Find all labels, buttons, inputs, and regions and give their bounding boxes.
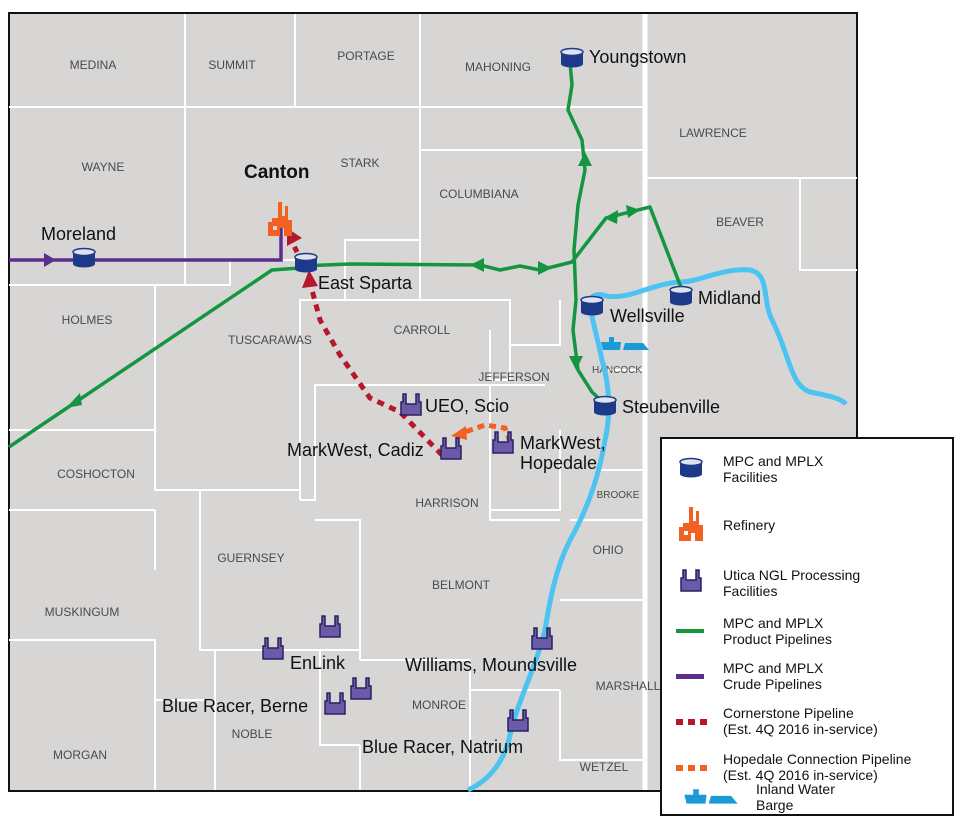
- product-pipeline-line-icon: [676, 629, 704, 633]
- county-label-ohio: OHIO: [593, 543, 624, 557]
- label-markwest-hopedale-line2: Hopedale: [520, 453, 597, 473]
- flow-arrow-icon: [470, 258, 484, 272]
- legend-text: (Est. 4Q 2016 in-service): [723, 721, 878, 737]
- flow-arrow-icon: [44, 253, 56, 267]
- county-label-medina: MEDINA: [70, 58, 117, 72]
- county-label-stark: STARK: [340, 156, 379, 170]
- county-label-wayne: WAYNE: [82, 160, 125, 174]
- county-label-noble: NOBLE: [232, 727, 273, 741]
- flow-arrow-icon: [538, 261, 552, 275]
- legend-text: Barge: [756, 797, 794, 813]
- county-label-carroll: CARROLL: [394, 323, 451, 337]
- county-label-morgan: MORGAN: [53, 748, 107, 762]
- label-wellsville: Wellsville: [610, 306, 685, 326]
- label-markwest-cadiz: MarkWest, Cadiz: [287, 440, 424, 460]
- legend-text: Crude Pipelines: [723, 676, 822, 692]
- legend-text: MPC and MPLX: [723, 660, 824, 676]
- county-label-marshall: MARSHALL: [596, 679, 661, 693]
- label-midland: Midland: [698, 288, 761, 308]
- county-label-coshocton: COSHOCTON: [57, 467, 135, 481]
- crude-pipeline-line-icon: [676, 674, 704, 679]
- county-label-portage: PORTAGE: [337, 49, 395, 63]
- pipeline-flow-arrows: [66, 152, 640, 408]
- facility-midland-icon[interactable]: [669, 285, 693, 307]
- facility-wellsville-icon[interactable]: [580, 295, 604, 317]
- county-label-summit: SUMMIT: [208, 58, 256, 72]
- facility-east-sparta-icon[interactable]: [294, 252, 318, 274]
- legend-text: Facilities: [723, 469, 778, 485]
- place-labels: Youngstown Canton Moreland East Sparta M…: [41, 47, 761, 757]
- county-label-monroe: MONROE: [412, 698, 466, 712]
- flow-arrow-icon: [569, 356, 583, 370]
- facility-cylinder-icon: [679, 457, 703, 479]
- barge-icon: [684, 789, 738, 804]
- flow-arrow-icon: [66, 393, 82, 408]
- label-blue-racer-natrium: Blue Racer, Natrium: [362, 737, 523, 757]
- label-williams-moundsville: Williams, Moundsville: [405, 655, 577, 675]
- label-canton: Canton: [244, 162, 309, 183]
- ngl-processing-icon: [680, 569, 702, 592]
- county-borders: [9, 14, 857, 790]
- label-moreland: Moreland: [41, 224, 116, 244]
- crude-pipeline: [9, 228, 283, 267]
- flow-arrow-icon: [626, 205, 640, 218]
- county-label-muskingum: MUSKINGUM: [45, 605, 120, 619]
- county-label-tuscarawas: TUSCARAWAS: [228, 333, 312, 347]
- county-label-holmes: HOLMES: [62, 313, 113, 327]
- county-label-belmont: BELMONT: [432, 578, 491, 592]
- legend-text: Cornerstone Pipeline: [723, 705, 854, 721]
- cornerstone-dashed-icon: [676, 719, 708, 725]
- county-label-wetzel: WETZEL: [580, 760, 629, 774]
- county-label-beaver: BEAVER: [716, 215, 764, 229]
- label-enlink: EnLink: [290, 653, 346, 673]
- ohio-river: [466, 267, 848, 793]
- facility-steubenville-icon[interactable]: [593, 395, 617, 417]
- label-east-sparta: East Sparta: [318, 273, 413, 293]
- legend-text: Facilities: [723, 583, 778, 599]
- county-label-mahoning: MAHONING: [465, 60, 531, 74]
- legend-text: MPC and MPLX: [723, 615, 824, 631]
- legend-text: (Est. 4Q 2016 in-service): [723, 767, 878, 783]
- legend-text: Hopedale Connection Pipeline: [723, 751, 912, 767]
- arrow-icon: [302, 270, 318, 288]
- arrow-icon: [451, 426, 467, 440]
- county-label-jefferson: JEFFERSON: [478, 370, 549, 384]
- label-blue-racer-berne: Blue Racer, Berne: [162, 696, 308, 716]
- label-ueo-scio: UEO, Scio: [425, 396, 509, 416]
- label-youngstown: Youngstown: [589, 47, 686, 67]
- facility-youngstown-icon[interactable]: [560, 47, 584, 69]
- county-label-hancock: HANCOCK: [592, 365, 642, 376]
- label-markwest-hopedale-line1: MarkWest,: [520, 433, 606, 453]
- hopedale-dashed-icon: [676, 765, 708, 771]
- county-label-lawrence: LAWRENCE: [679, 126, 747, 140]
- flow-arrow-icon: [604, 210, 618, 224]
- flow-arrow-icon: [578, 152, 592, 166]
- legend-text: MPC and MPLX: [723, 453, 824, 469]
- county-label-harrison: HARRISON: [415, 496, 478, 510]
- county-label-guernsey: GUERNSEY: [217, 551, 284, 565]
- county-label-columbiana: COLUMBIANA: [439, 187, 518, 201]
- county-labels: MEDINA SUMMIT PORTAGE MAHONING LAWRENCE …: [45, 49, 765, 774]
- county-label-brooke: BROOKE: [597, 490, 640, 501]
- refinery-icon: [679, 507, 703, 541]
- legend-text: Utica NGL Processing: [723, 567, 861, 583]
- legend-text: Refinery: [723, 517, 776, 533]
- label-steubenville: Steubenville: [622, 397, 720, 417]
- hopedale-pipeline: [451, 422, 513, 443]
- legend-text: Product Pipelines: [723, 631, 832, 647]
- legend-text: Inland Water: [756, 781, 835, 797]
- facility-moreland-icon[interactable]: [72, 247, 96, 269]
